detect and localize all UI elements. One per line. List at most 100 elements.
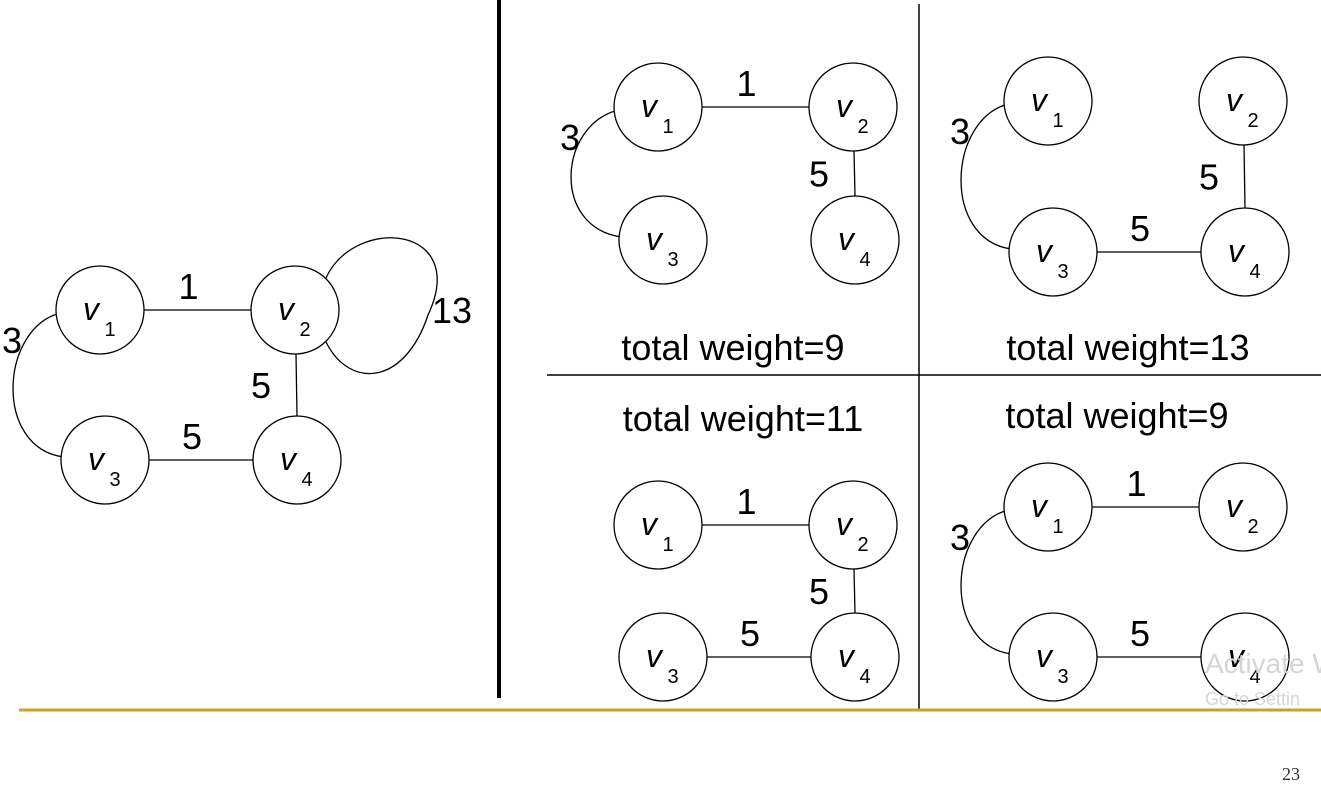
tree-3-weight-label-v2-v4: 5 [809,571,829,612]
tree-2-node-v1: v1 [1003,56,1093,146]
tree-4-weight-label-v1-v2: 1 [1126,463,1146,504]
original-graph-weight-label-v1-v3: 3 [2,320,22,361]
tree-3-node-subscript-v2: 2 [857,534,868,556]
tree-4-node-v2: v2 [1198,462,1288,552]
tree-4-edge-v1-v3 [960,509,1012,655]
tree-3-node-v2: v2 [808,480,898,570]
tree-3-node-v1: v1 [613,480,703,570]
tree-4-node-label-v4: v [1228,638,1246,674]
original-graph-weight-label-v3-v4: 5 [182,416,202,457]
tree-3-edge-v2-v4 [853,568,856,614]
original-graph-weight-label-v2-v4: 5 [251,365,271,406]
tree-4-node-subscript-v3: 3 [1057,666,1068,688]
tree-1-weight-label-v1-v3: 3 [560,117,580,158]
original-graph-node-v1: v1 [55,265,145,355]
tree-3-weight-label-v1-v2: 1 [736,481,756,522]
tree-2-node-v3: v3 [1008,207,1098,297]
original-graph-edge-v1-v3 [12,312,64,458]
tree-4-node-v3: v3 [1008,612,1098,702]
tree-2-node-subscript-v1: 1 [1052,110,1063,132]
tree-3-node-subscript-v4: 4 [859,666,870,688]
tree-2-node-v2: v2 [1198,56,1288,146]
tree-3-weight-label-v3-v4: 5 [740,613,760,654]
original-graph-node-subscript-v3: 3 [109,469,120,491]
tree-1-node-subscript-v4: 4 [859,249,870,271]
tree-1-weight-label-v2-v4: 5 [809,154,829,195]
tree-2-weight-label-v3-v4: 5 [1130,208,1150,249]
tree-1-node-v3: v3 [618,195,708,285]
tree-1-weight-label-v1-v2: 1 [736,63,756,104]
tree-2-node-label-v1: v [1031,82,1049,118]
original-graph-node-label-v1: v [83,291,101,327]
tree-1-node-label-v4: v [838,221,856,257]
tree-2-weight-label-v1-v3: 3 [950,111,970,152]
tree-4-node-label-v2: v [1226,488,1244,524]
tree-2-node-label-v4: v [1228,233,1246,269]
original-graph-node-v4: v4 [252,415,342,505]
tree-2-node-v4: v4 [1200,207,1290,297]
original-graph-node-subscript-v4: 4 [301,469,312,491]
tree-1-node-subscript-v3: 3 [667,249,678,271]
tree-4-node-subscript-v1: 1 [1052,516,1063,538]
tree-1-node-label-v1: v [641,88,659,124]
original-graph-node-v2: v2 [250,265,340,355]
tree-2-total-weight: total weight=13 [1006,327,1249,368]
original-graph-edge-v2-v4 [295,353,298,417]
original-graph-node-label-v3: v [88,441,106,477]
tree-4-node-subscript-v2: 2 [1247,516,1258,538]
tree-2-weight-label-v2-v4: 5 [1199,157,1219,198]
tree-1-edge-v2-v4 [853,150,856,197]
tree-2-node-subscript-v3: 3 [1057,261,1068,283]
tree-3-node-v3: v3 [618,612,708,702]
original-graph-node-label-v2: v [278,291,296,327]
tree-4-node-label-v1: v [1031,488,1049,524]
tree-3-node-subscript-v1: 1 [662,534,673,556]
tree-2-node-subscript-v2: 2 [1247,110,1258,132]
tree-4-node-v4: v4 [1200,612,1290,702]
tree-1-node-label-v3: v [646,221,664,257]
tree-4-weight-label-v1-v3: 3 [950,517,970,558]
tree-1-node-v4: v4 [810,195,900,285]
activation-watermark-line2: Go to Settin [1205,689,1300,709]
tree-2-node-label-v3: v [1036,233,1054,269]
original-graph-node-subscript-v1: 1 [104,319,115,341]
page-number: 23 [1282,764,1300,784]
tree-4-total-weight: total weight=9 [1005,395,1228,436]
tree-4-node-label-v3: v [1036,638,1054,674]
tree-4-node-subscript-v4: 4 [1249,666,1260,688]
tree-4-weight-label-v3-v4: 5 [1130,613,1150,654]
tree-2-node-label-v2: v [1226,82,1244,118]
tree-3-node-label-v1: v [641,506,659,542]
original-graph-edge-v2-v2-loop [325,237,438,375]
original-graph-weight-label-v1-v2: 1 [178,266,198,307]
graphs-layer: 135513v1v2v3v4135v1v2v3v4355v1v2v3v4155v… [2,56,1290,702]
tree-3-total-weight: total weight=11 [623,398,864,439]
tree-1-node-subscript-v1: 1 [662,116,673,138]
original-graph-weight-label-v2-v2: 13 [432,290,472,331]
tree-1-node-v1: v1 [613,62,703,152]
tree-3-node-label-v3: v [646,638,664,674]
tree-3-node-label-v4: v [838,638,856,674]
activation-watermark-line1: Activate W [1205,648,1321,679]
tree-1-node-v2: v2 [808,62,898,152]
tree-1-edge-v1-v3 [570,109,622,238]
original-graph-node-subscript-v2: 2 [299,319,310,341]
tree-1-total-weight: total weight=9 [621,327,844,368]
original-graph-node-label-v4: v [280,441,298,477]
original-graph-node-v3: v3 [60,415,150,505]
tree-3-node-label-v2: v [836,506,854,542]
tree-1-node-label-v2: v [836,88,854,124]
tree-4-node-v1: v1 [1003,462,1093,552]
tree-2-node-subscript-v4: 4 [1249,261,1260,283]
tree-1-node-subscript-v2: 2 [857,116,868,138]
tree-2-edge-v2-v4 [1243,144,1246,209]
tree-3-node-v4: v4 [810,612,900,702]
tree-2-edge-v1-v3 [960,103,1012,250]
tree-3-node-subscript-v3: 3 [667,666,678,688]
